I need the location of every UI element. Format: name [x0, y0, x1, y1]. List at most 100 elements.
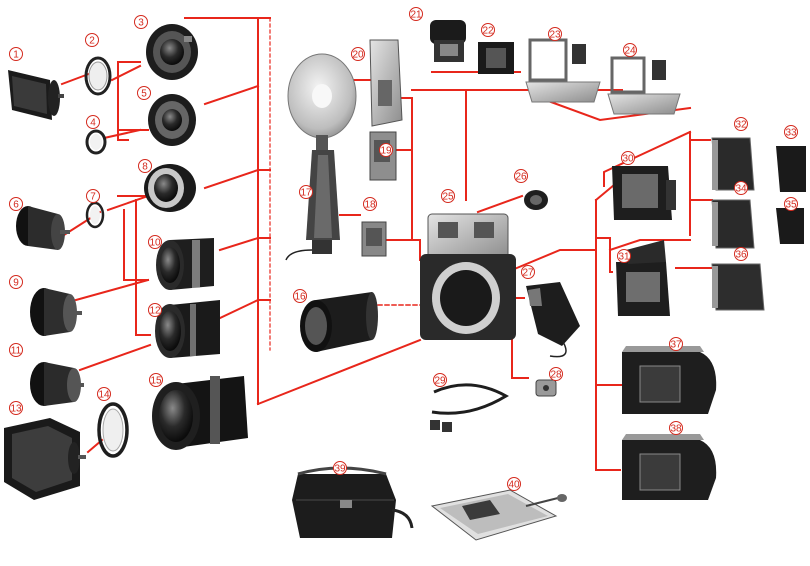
badge-number: 17 — [300, 188, 312, 199]
badge-number: 13 — [10, 404, 22, 415]
badge-18: 18 — [364, 198, 377, 211]
badge-number: 11 — [11, 346, 22, 357]
badge-11: 11 — [10, 344, 23, 357]
dark-slide-35 — [776, 208, 804, 244]
badge-16: 16 — [294, 290, 307, 303]
badge-17: 17 — [300, 186, 313, 199]
badge-7: 7 — [87, 190, 100, 203]
roll-holder-37 — [622, 346, 716, 414]
badge-14: 14 — [98, 388, 111, 401]
badge-24: 24 — [624, 44, 637, 57]
badge-number: 35 — [785, 200, 797, 211]
badge-9: 9 — [10, 276, 23, 289]
badge-26: 26 — [515, 170, 528, 183]
line-hood-9 — [76, 280, 148, 300]
grip-27 — [526, 282, 580, 357]
frame-finder-23 — [526, 40, 600, 102]
line-bracket-19 — [396, 150, 412, 240]
badge-10: 10 — [149, 236, 162, 249]
badge-number: 10 — [149, 238, 161, 249]
badge-number: 31 — [618, 252, 630, 263]
badge-number: 34 — [735, 184, 747, 195]
badge-number: 1 — [13, 50, 19, 61]
badge-29: 29 — [434, 374, 447, 387]
badge-number: 22 — [482, 26, 494, 37]
badge-number: 32 — [735, 120, 747, 131]
flash-unit-17 — [286, 54, 356, 260]
badge-6: 6 — [10, 198, 23, 211]
badge-5: 5 — [138, 87, 151, 100]
line-bracket-20 — [400, 98, 412, 150]
dark-slide-33 — [776, 146, 806, 192]
strap-29 — [430, 385, 506, 432]
back-30 — [612, 166, 676, 220]
badge-number: 33 — [785, 128, 797, 139]
badge-number: 37 — [670, 340, 682, 351]
filter-14 — [99, 404, 127, 456]
badge-number: 25 — [442, 192, 454, 203]
line-lens-3 — [118, 62, 140, 140]
lens-10 — [156, 238, 214, 290]
badge-19: 19 — [380, 144, 393, 157]
badge-30: 30 — [622, 152, 635, 165]
badge-number: 2 — [89, 36, 95, 47]
badge-13: 13 — [10, 402, 23, 415]
line-holders-32 — [690, 132, 712, 235]
case-39 — [292, 468, 412, 538]
badge-number: 16 — [294, 292, 306, 303]
badge-34: 34 — [735, 182, 748, 195]
film-holder-34 — [712, 200, 754, 248]
frame-finder-24 — [608, 58, 680, 114]
lens-hood-6 — [16, 206, 70, 250]
badge-number: 14 — [98, 390, 110, 401]
badge-number: 6 — [13, 200, 19, 211]
line-eyecup-26 — [478, 196, 522, 212]
badge-32: 32 — [735, 118, 748, 131]
lens-8 — [144, 164, 196, 212]
camera-body-25 — [420, 214, 516, 340]
badge-number: 27 — [522, 268, 534, 279]
badge-28: 28 — [550, 368, 563, 381]
badge-36: 36 — [735, 248, 748, 261]
badge-35: 35 — [785, 198, 798, 211]
badge-15: 15 — [150, 374, 163, 387]
badge-22: 22 — [482, 24, 495, 37]
lens-hood-13 — [4, 418, 86, 500]
cable-release-28 — [536, 380, 556, 396]
lens-hood-11 — [30, 362, 84, 406]
badge-number: 26 — [515, 172, 527, 183]
badge-number: 7 — [90, 192, 96, 203]
badge-number: 38 — [670, 424, 682, 435]
film-holder-32 — [712, 138, 754, 190]
badge-number: 24 — [624, 46, 636, 57]
badge-number: 18 — [364, 200, 376, 211]
badge-21: 21 — [410, 8, 423, 21]
line-hood-11 — [80, 345, 150, 370]
badge-number: 28 — [550, 370, 562, 381]
badge-31: 31 — [618, 250, 631, 263]
finder-22 — [478, 42, 514, 74]
badge-23: 23 — [549, 28, 562, 41]
filter-4 — [87, 131, 105, 153]
badge-4: 4 — [87, 116, 100, 129]
badge-number: 30 — [622, 154, 634, 165]
badge-number: 15 — [150, 376, 162, 387]
badge-20: 20 — [352, 48, 365, 61]
badge-2: 2 — [86, 34, 99, 47]
badge-number: 4 — [90, 118, 96, 129]
badge-40: 40 — [508, 478, 521, 491]
badge-1: 1 — [10, 48, 23, 61]
finder-21 — [430, 20, 466, 62]
badge-8: 8 — [139, 160, 152, 173]
badge-3: 3 — [135, 16, 148, 29]
lens-5 — [148, 94, 196, 146]
extension-tube-16 — [300, 292, 378, 352]
filter-7 — [87, 203, 103, 227]
badge-39: 39 — [334, 462, 347, 475]
badge-number: 36 — [735, 250, 747, 261]
lens-12 — [155, 300, 220, 358]
badge-38: 38 — [670, 422, 683, 435]
badge-number: 9 — [13, 278, 19, 289]
